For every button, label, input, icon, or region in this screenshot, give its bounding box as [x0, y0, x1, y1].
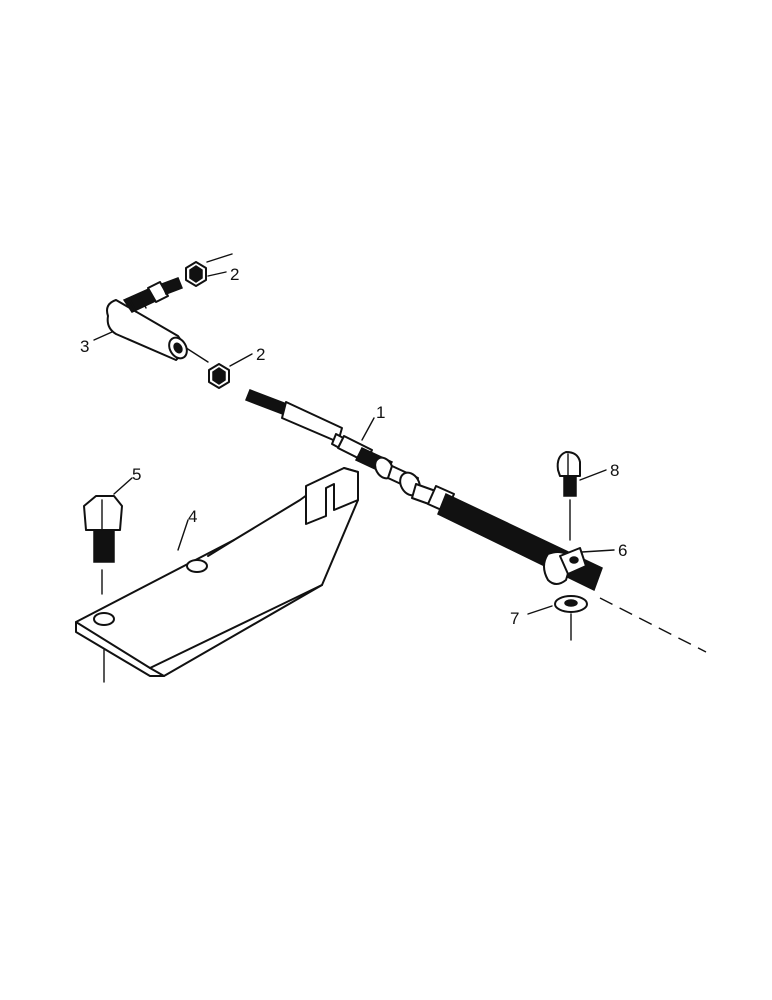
- part-3-ball-joint: [106, 277, 188, 361]
- callout-7: 7: [510, 609, 519, 628]
- leader-lines: [93, 271, 615, 615]
- part-8-bolt: [556, 451, 581, 541]
- part-5-bolt: [83, 495, 123, 595]
- part-4-mounting-bracket: [75, 467, 359, 683]
- part-7-washer: [554, 595, 588, 641]
- part-2-lower-nut: [208, 363, 230, 389]
- callout-2-upper: 2: [230, 265, 239, 284]
- callout-2-lower: 2: [256, 345, 265, 364]
- callout-3: 3: [80, 337, 89, 356]
- callout-6: 6: [618, 541, 627, 560]
- callout-4: 4: [188, 507, 197, 526]
- part-2-upper-nut: [185, 261, 207, 287]
- callout-1: 1: [376, 403, 385, 422]
- part-6-clip: [543, 547, 587, 585]
- callout-5: 5: [132, 465, 141, 484]
- callout-8: 8: [610, 461, 619, 480]
